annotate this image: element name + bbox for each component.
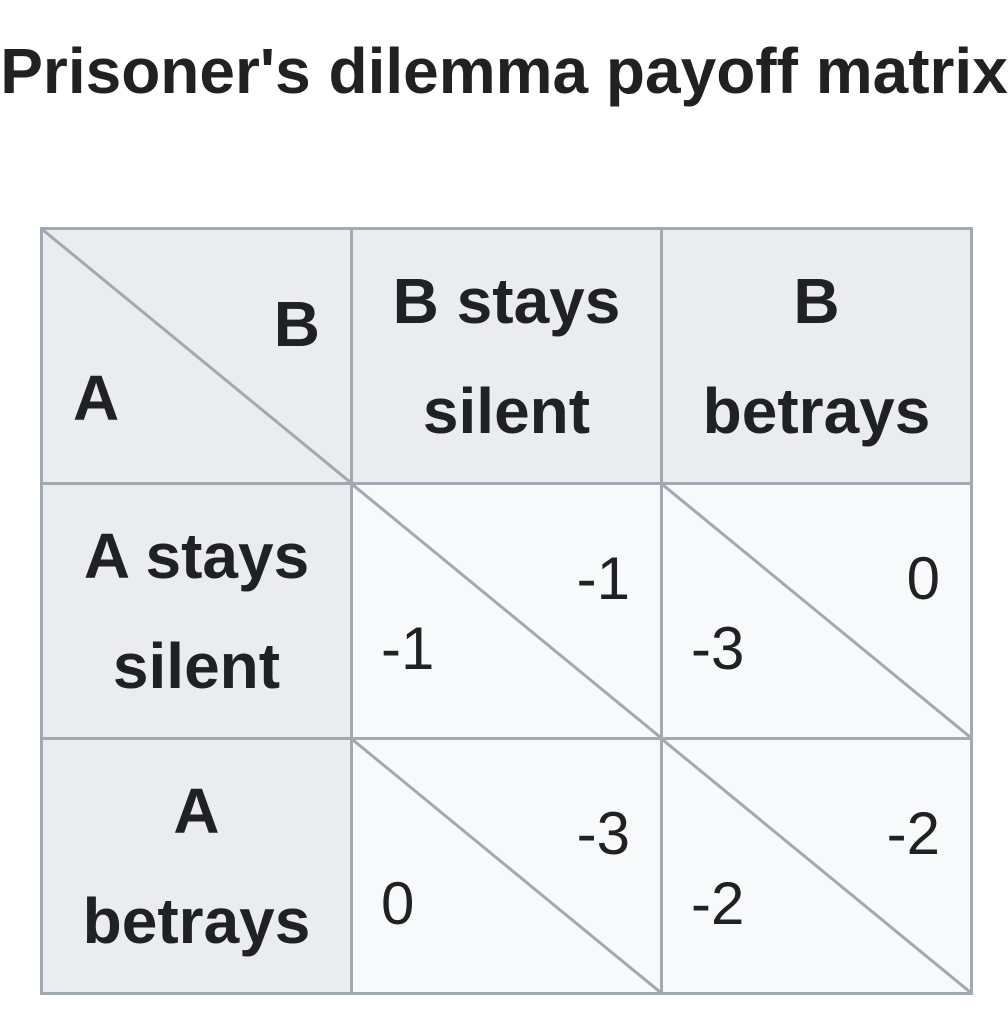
payoff-cell: -3 0: [350, 737, 663, 995]
payoff-cell: -2 -2: [660, 737, 973, 995]
payoff-b: 0: [906, 545, 940, 612]
row-header-line1: A stays: [83, 520, 310, 592]
header-row: B A B stays silent B betrays: [40, 227, 973, 485]
payoff-a: -2: [691, 870, 745, 937]
payoff-b: -3: [576, 800, 630, 867]
row-header-line2: silent: [112, 630, 281, 702]
row-header-a-betrays: A betrays: [40, 737, 353, 995]
row-header-line2: betrays: [82, 885, 311, 957]
payoff-a: -3: [691, 615, 745, 682]
table-caption: Prisoner's dilemma payoff matrix: [0, 35, 1008, 107]
column-header-line2: silent: [422, 375, 591, 447]
payoff-a: 0: [381, 870, 415, 937]
cell-diagonal-line: [353, 740, 660, 992]
corner-header-cell: B A: [40, 227, 353, 485]
column-header-b-silent: B stays silent: [350, 227, 663, 485]
payoff-cell: 0 -3: [660, 482, 973, 740]
column-header-line1: B: [793, 265, 840, 337]
column-header-line1: B stays: [392, 265, 621, 337]
payoff-matrix-table: B A B stays silent B betrays A stays sil…: [40, 227, 973, 995]
payoff-a: -1: [381, 615, 435, 682]
cell-diagonal-line: [663, 485, 970, 737]
row-player-label: A: [73, 362, 120, 434]
payoff-b: -1: [576, 545, 630, 612]
row-header-line1: A: [173, 775, 220, 847]
corner-diagonal-line: [43, 230, 350, 482]
column-header-line2: betrays: [702, 375, 931, 447]
column-header-b-betrays: B betrays: [660, 227, 973, 485]
cell-diagonal-line: [663, 740, 970, 992]
payoff-b: -2: [886, 800, 940, 867]
row-header-a-silent: A stays silent: [40, 482, 353, 740]
cell-diagonal-line: [353, 485, 660, 737]
column-player-label: B: [273, 288, 320, 360]
payoff-cell: -1 -1: [350, 482, 663, 740]
table-row: A stays silent -1 -1 0 -3: [40, 482, 973, 740]
table-row: A betrays -3 0 -2 -2: [40, 737, 973, 995]
